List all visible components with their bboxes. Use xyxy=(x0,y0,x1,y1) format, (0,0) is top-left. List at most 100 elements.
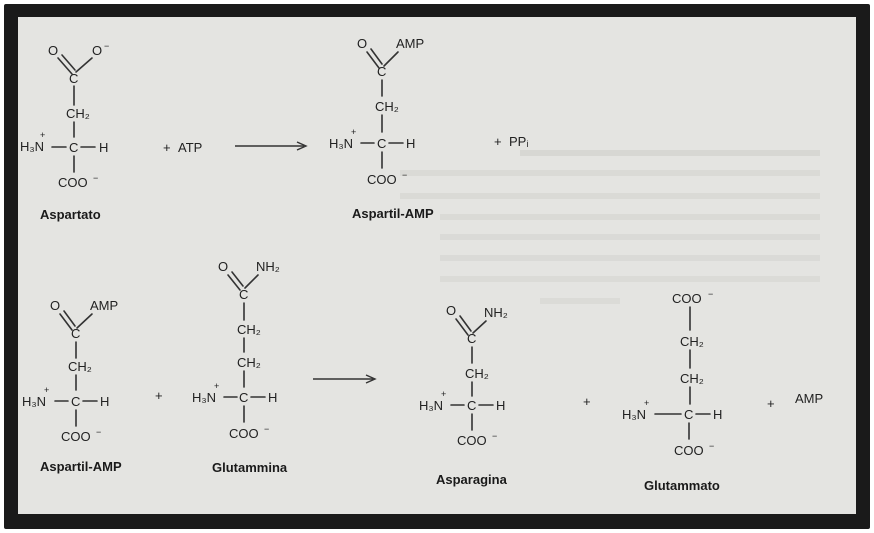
bond-double-2 xyxy=(370,48,383,65)
group-nh2: NH₂ xyxy=(484,305,508,320)
molecule-label: Asparagina xyxy=(436,472,508,487)
charge-plus: + xyxy=(441,389,446,399)
molecule-glutammato: COO − CH₂ CH₂ H₃N + C H COO − Glutammato xyxy=(622,289,722,493)
bond-double-2 xyxy=(459,315,472,332)
charge-plus: + xyxy=(40,130,45,140)
group-coo: COO xyxy=(367,172,397,187)
plus-sign: + xyxy=(583,394,591,409)
group-ch2-a: CH₂ xyxy=(680,334,704,349)
atom-c-alpha: C xyxy=(467,398,476,413)
bond-single xyxy=(76,313,93,329)
group-nh3: H₃N xyxy=(192,390,216,405)
molecule-label: Glutammina xyxy=(212,460,288,475)
atom-c-alpha: C xyxy=(71,394,80,409)
group-coo: COO xyxy=(61,429,91,444)
group-ch2: CH₂ xyxy=(465,366,489,381)
group-coo: COO xyxy=(58,175,88,190)
molecule-label: Aspartil-AMP xyxy=(352,206,434,221)
bond-double-1 xyxy=(455,318,469,336)
group-ch2: CH₂ xyxy=(66,106,90,121)
product-amp: AMP xyxy=(795,391,823,406)
molecule-glutammina: O NH₂ C CH₂ CH₂ H₃N + C H COO − Glutammi… xyxy=(192,259,288,475)
molecule-label: Aspartil-AMP xyxy=(40,459,122,474)
charge-minus: − xyxy=(492,431,497,441)
group-nh3: H₃N xyxy=(622,407,646,422)
charge-plus: + xyxy=(44,385,49,395)
charge-minus: − xyxy=(709,441,714,451)
atom-c-carboxyl: C xyxy=(71,326,80,341)
reaction-arrow-1 xyxy=(235,141,308,151)
atom-o-minus: O xyxy=(92,43,102,58)
atom-h: H xyxy=(100,394,109,409)
molecule-aspartil-amp: O AMP C CH₂ H₃N + C H COO − Aspartil-AMP xyxy=(22,298,122,474)
charge-minus: − xyxy=(264,424,269,434)
group-coo: COO xyxy=(674,443,704,458)
plus-sign: + xyxy=(163,140,171,155)
group-coo: COO xyxy=(457,433,487,448)
group-ch2-b: CH₂ xyxy=(680,371,704,386)
atom-c-alpha: C xyxy=(377,136,386,151)
reagent-atp: ATP xyxy=(178,140,202,155)
atom-o: O xyxy=(48,43,58,58)
group-coo: COO xyxy=(229,426,259,441)
background-bleed xyxy=(400,150,820,304)
group-nh2: NH₂ xyxy=(256,259,280,274)
group-nh3: H₃N xyxy=(22,394,46,409)
plus-sign: + xyxy=(494,134,502,149)
molecule-label: Glutammato xyxy=(644,478,720,493)
plus-sign: + xyxy=(155,388,163,403)
group-ch2-a: CH₂ xyxy=(237,322,261,337)
atom-h: H xyxy=(406,136,415,151)
molecule-asparagina: O NH₂ C CH₂ H₃N + C H COO − Asparagina xyxy=(419,303,508,487)
bond-single xyxy=(75,57,93,73)
charge-minus: − xyxy=(708,289,713,299)
atom-c-amide: C xyxy=(467,331,476,346)
bond-single xyxy=(472,320,487,334)
bond-double-2 xyxy=(61,54,76,71)
atom-o: O xyxy=(357,36,367,51)
atom-h: H xyxy=(268,390,277,405)
molecule-aspartil-amp: O AMP C CH₂ H₃N + C H COO − Aspartil-AMP xyxy=(329,36,434,221)
bond-single xyxy=(244,274,259,289)
atom-c-amide: C xyxy=(239,287,248,302)
atom-o: O xyxy=(446,303,456,318)
atom-h: H xyxy=(496,398,505,413)
charge-plus: + xyxy=(644,398,649,408)
bond-double-1 xyxy=(366,51,380,69)
molecule-aspartato: O O − C CH₂ H₃N + C H COO − Aspartato xyxy=(20,41,109,222)
atom-c-alpha: C xyxy=(684,407,693,422)
bond-single xyxy=(383,51,399,67)
atom-c-carboxyl: C xyxy=(377,64,386,79)
bond-double-2 xyxy=(231,271,244,287)
atom-h: H xyxy=(99,140,108,155)
group-amp: AMP xyxy=(90,298,118,313)
atom-o: O xyxy=(218,259,228,274)
group-nh3: H₃N xyxy=(329,136,353,151)
charge-minus: − xyxy=(93,173,98,183)
bond-double-1 xyxy=(59,313,73,331)
charge-minus: − xyxy=(402,170,407,180)
atom-o: O xyxy=(50,298,60,313)
atom-c-carboxyl: C xyxy=(69,71,78,86)
group-coo-top: COO xyxy=(672,291,702,306)
charge-minus: − xyxy=(96,427,101,437)
group-amp: AMP xyxy=(396,36,424,51)
charge-plus: + xyxy=(214,381,219,391)
product-ppi: PPᵢ xyxy=(509,134,528,149)
bond-double-2 xyxy=(63,310,76,327)
charge-plus: + xyxy=(351,127,356,137)
plus-sign: + xyxy=(767,396,775,411)
group-ch2: CH₂ xyxy=(68,359,92,374)
reaction-arrow-2 xyxy=(313,374,377,384)
group-ch2-b: CH₂ xyxy=(237,355,261,370)
group-ch2: CH₂ xyxy=(375,99,399,114)
charge-minus: − xyxy=(104,41,109,51)
atom-h: H xyxy=(713,407,722,422)
atom-c-alpha: C xyxy=(239,390,248,405)
atom-c-alpha: C xyxy=(69,140,78,155)
group-nh3: H₃N xyxy=(20,139,44,154)
bond-double-1 xyxy=(227,274,241,291)
figure-panel xyxy=(18,17,856,514)
